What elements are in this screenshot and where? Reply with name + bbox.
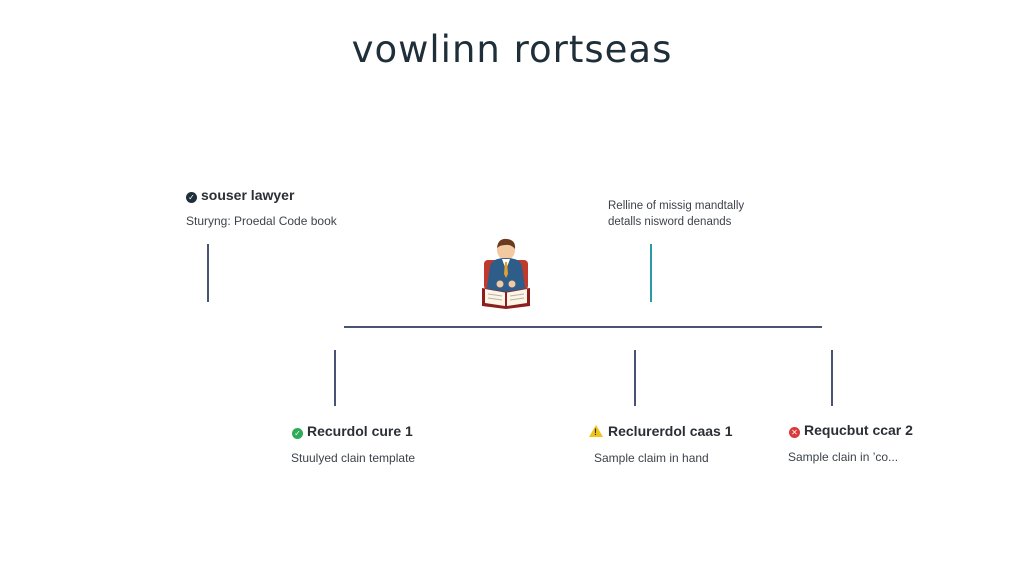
top-left-heading-text: souser lawyer: [201, 187, 295, 203]
node-2-heading-text: Reclurerdol caas 1: [608, 423, 733, 439]
node-1-heading-text: Recurdol cure 1: [307, 423, 413, 439]
node-3-heading-text: Requcbut ccar 2: [804, 422, 913, 438]
x-circle-icon: ✕: [789, 427, 800, 438]
node-3-subtext: Sample clain in ’co...: [788, 450, 899, 464]
node-3-connector: [831, 350, 833, 406]
top-left-heading: ✓ souser lawyer: [186, 187, 294, 203]
warning-triangle-icon: !: [589, 425, 603, 437]
node-2-heading: ! Reclurerdol caas 1: [589, 423, 733, 439]
node-2-connector: [634, 350, 636, 406]
check-circle-icon: ✓: [186, 192, 197, 203]
node-2-subtext: Sample claim in hand: [594, 451, 709, 465]
check-circle-icon: ✓: [292, 428, 303, 439]
top-right-note-line-2: detalls nisword denands: [608, 216, 732, 228]
top-right-connector: [650, 244, 652, 302]
main-horizontal-connector: [344, 326, 822, 328]
lawyer-reading-book-icon: [482, 238, 530, 309]
top-left-connector: [207, 244, 209, 302]
node-1-subtext: Stuulyed clain template: [291, 451, 416, 465]
top-right-note-line-1: Relline of missig mandtally: [608, 200, 745, 212]
node-3-heading: ✕ Requcbut ccar 2: [789, 422, 913, 438]
top-right-note: Relline of missig mandtally detalls nisw…: [608, 198, 744, 230]
top-left-subtext: Sturyng: Proedal Code book: [186, 214, 337, 228]
diagram-title: vowlinn rortseas: [351, 28, 673, 71]
node-1-connector: [334, 350, 336, 406]
node-1-heading: ✓ Recurdol cure 1: [292, 423, 413, 439]
